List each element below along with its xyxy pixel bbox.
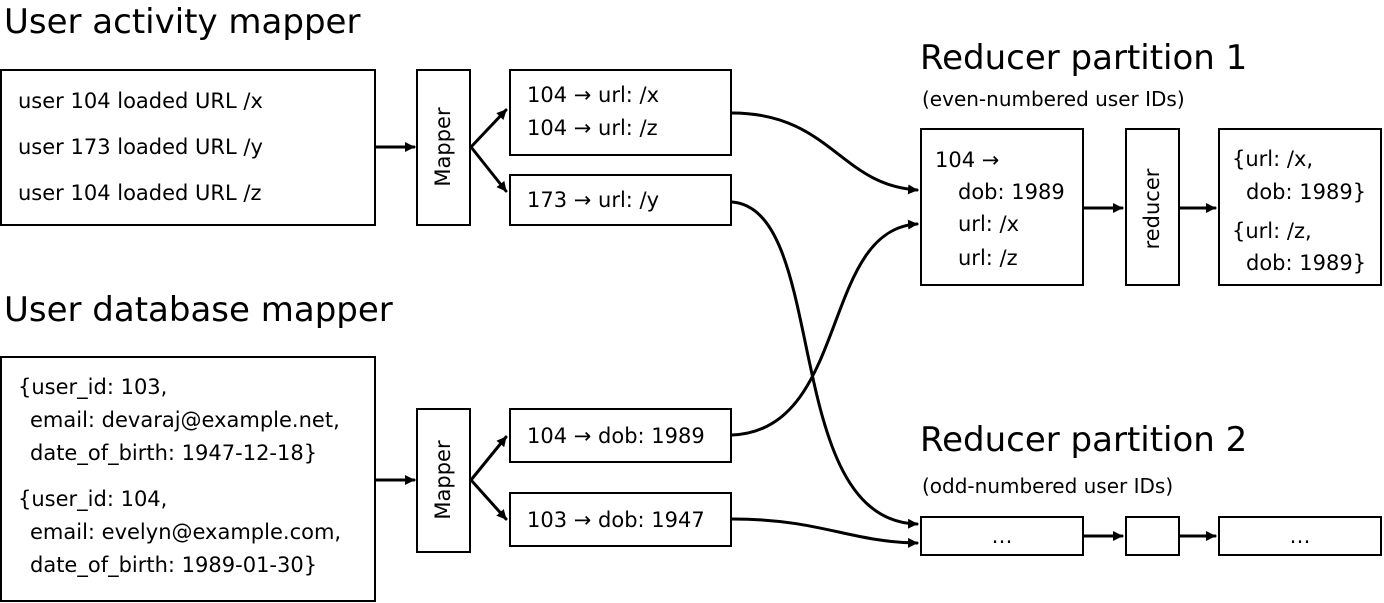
arrow-mapper-to-dob-104	[469, 435, 508, 482]
partition1-output-line: {url: /z,	[1232, 219, 1312, 243]
activity-output-box-104	[509, 69, 732, 156]
arrow-104-url-to-partition1	[730, 111, 919, 195]
database-output-box-103	[509, 492, 732, 547]
partition1-output-line: dob: 1989}	[1246, 180, 1367, 204]
database-record: date_of_birth: 1947-12-18}	[30, 441, 318, 465]
database-record: date_of_birth: 1989-01-30}	[30, 553, 318, 577]
activity-input-box	[0, 69, 376, 226]
database-mapper-heading: User database mapper	[4, 290, 393, 330]
partition1-output-box	[1218, 128, 1382, 286]
partition1-output-line: {url: /x,	[1232, 147, 1314, 171]
activity-output-record: 104 → url: /x	[527, 83, 660, 107]
partition1-reducer-box	[1125, 128, 1180, 286]
partition1-input-line: dob: 1989	[958, 180, 1065, 204]
arrow-104-dob-to-partition1	[730, 219, 919, 437]
partition1-subheading: (even-numbered user IDs)	[922, 87, 1185, 111]
arrow-mapper-to-output-173	[469, 145, 508, 193]
activity-record: user 104 loaded URL /x	[18, 89, 263, 113]
partition2-output-box: …	[1218, 516, 1382, 556]
partition2-output-ellipsis: …	[1289, 524, 1311, 548]
arrow-173-url-to-partition2	[730, 200, 919, 529]
database-output-record: 104 → dob: 1989	[527, 424, 705, 448]
partition2-input-box: …	[920, 516, 1084, 556]
partition1-heading: Reducer partition 1	[920, 38, 1248, 78]
database-output-record: 103 → dob: 1947	[527, 508, 705, 532]
database-record: email: devaraj@example.net,	[30, 408, 340, 432]
arrow-mapper-to-dob-103	[469, 478, 508, 521]
arrow-103-dob-to-partition2	[730, 517, 919, 548]
activity-record: user 104 loaded URL /z	[18, 181, 262, 205]
partition1-input-line: url: /z	[958, 246, 1018, 270]
partition1-input-line: url: /x	[958, 212, 1020, 236]
partition2-heading: Reducer partition 2	[920, 420, 1248, 460]
database-input-box	[0, 356, 376, 602]
partition1-input-line: 104 →	[935, 148, 1000, 172]
partition2-input-ellipsis: …	[991, 524, 1013, 548]
arrow-mapper-to-output-104	[469, 108, 508, 149]
partition2-subheading: (odd-numbered user IDs)	[922, 474, 1174, 498]
database-record: email: evelyn@example.com,	[30, 520, 342, 544]
activity-record: user 173 loaded URL /y	[18, 135, 263, 159]
database-record: {user_id: 103,	[18, 375, 168, 399]
activity-mapper-heading: User activity mapper	[4, 2, 361, 42]
activity-output-box-173	[509, 174, 732, 226]
partition1-output-line: dob: 1989}	[1246, 251, 1367, 275]
database-record: {user_id: 104,	[18, 487, 168, 511]
activity-output-record: 104 → url: /z	[527, 116, 658, 140]
activity-output-record: 173 → url: /y	[527, 188, 660, 212]
